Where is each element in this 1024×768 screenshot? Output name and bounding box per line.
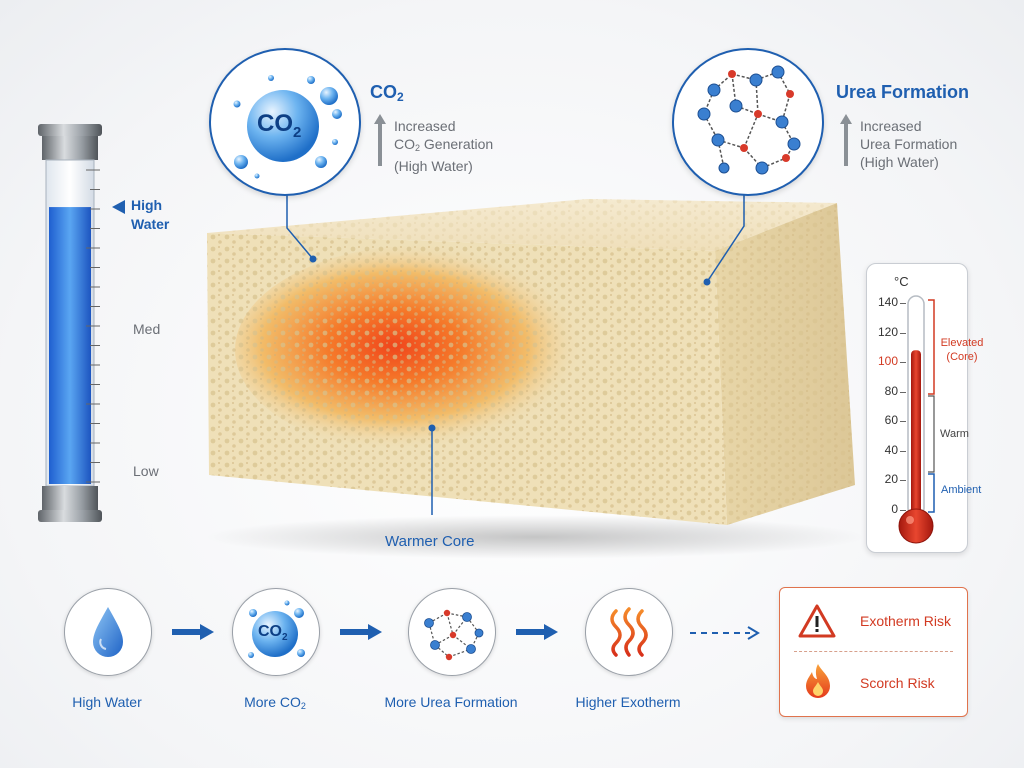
pointer-triangle-icon bbox=[112, 200, 125, 214]
temperature-tick: 100 bbox=[877, 354, 898, 368]
callout-leaders bbox=[286, 190, 745, 283]
flow-co2-icon-text: CO2 bbox=[258, 623, 288, 643]
zone-brackets bbox=[928, 299, 935, 513]
urea-callout-text: Increased Urea Formation (High Water) bbox=[860, 118, 958, 170]
dashed-arrow-icon bbox=[690, 626, 760, 640]
warmer-core-label: Warmer Core bbox=[385, 533, 475, 550]
temperature-tick: 80 bbox=[884, 383, 898, 398]
urea-callout-title: Urea Formation bbox=[836, 82, 970, 102]
urea-network-icon bbox=[424, 609, 484, 661]
temperature-tick-mark bbox=[900, 450, 906, 452]
temperature-tick: 140 bbox=[877, 295, 898, 309]
temperature-unit: °C bbox=[894, 274, 909, 289]
flow-label-urea: More Urea Formation bbox=[384, 694, 518, 710]
temperature-tick-mark bbox=[900, 303, 906, 304]
thermometer-icon bbox=[898, 295, 934, 544]
flow-arrow-icon bbox=[516, 624, 558, 640]
risk-divider bbox=[794, 651, 953, 652]
zone-warm-label: Warm bbox=[940, 428, 969, 440]
low-label: Low bbox=[133, 463, 159, 479]
temperature-tick: 120 bbox=[877, 324, 898, 339]
temperature-tick: 0 bbox=[891, 501, 898, 516]
flow-step-exotherm bbox=[585, 588, 673, 676]
foam-block bbox=[205, 199, 865, 559]
zone-elevated-label: Elevated (Core) bbox=[940, 337, 984, 363]
molecule-network-icon bbox=[697, 65, 801, 175]
increase-arrow-icon bbox=[374, 114, 386, 166]
co2-callout-text: Increased CO2 Generation (High Water) bbox=[394, 118, 494, 174]
increase-arrow-icon bbox=[840, 114, 852, 166]
high-water-label: High Water bbox=[131, 197, 170, 232]
temperature-scale: 140 120 100 80 60 40 20 0 bbox=[872, 0, 906, 768]
flow-step-co2: CO2 bbox=[232, 588, 320, 676]
temperature-tick-mark bbox=[900, 391, 906, 393]
warning-triangle-icon bbox=[798, 604, 836, 638]
temperature-tick-mark bbox=[900, 362, 906, 363]
flow-step-high-water bbox=[64, 588, 152, 676]
flow-arrow-icon bbox=[340, 624, 382, 640]
flow-arrow-icon bbox=[172, 624, 214, 640]
water-level-gauge bbox=[38, 124, 102, 522]
temperature-tick: 40 bbox=[884, 442, 898, 457]
temperature-tick-mark bbox=[900, 509, 906, 511]
temperature-tick-mark bbox=[900, 480, 906, 481]
flow-label-high-water: High Water bbox=[72, 694, 142, 710]
co2-bubbles-icon bbox=[233, 75, 342, 179]
urea-callout-circle bbox=[672, 48, 824, 196]
zone-ambient-label: Ambient bbox=[941, 484, 982, 496]
water-drop-icon bbox=[93, 607, 123, 657]
co2-callout-title: CO2 bbox=[370, 82, 404, 104]
co2-callout-circle: CO2 bbox=[209, 48, 361, 196]
flow-label-more-co2: More CO2 bbox=[244, 694, 306, 711]
risk-box: Exotherm Risk Scorch Risk bbox=[779, 587, 968, 717]
flame-icon bbox=[806, 664, 830, 698]
exotherm-risk-label: Exotherm Risk bbox=[860, 613, 952, 629]
temperature-tick-mark bbox=[900, 421, 906, 422]
co2-bubble-icon bbox=[248, 600, 305, 658]
co2-icon-text: CO2 bbox=[257, 110, 302, 141]
temperature-tick-mark bbox=[900, 332, 906, 334]
med-label: Med bbox=[133, 321, 161, 337]
scorch-risk-label: Scorch Risk bbox=[860, 675, 935, 691]
temperature-tick: 60 bbox=[884, 413, 898, 427]
heat-waves-icon bbox=[610, 607, 648, 657]
flow-label-exotherm: Higher Exotherm bbox=[575, 694, 681, 710]
temperature-tick: 20 bbox=[884, 472, 898, 486]
flow-step-urea bbox=[408, 588, 496, 676]
mercury-column bbox=[911, 350, 921, 522]
water-fill bbox=[49, 207, 91, 484]
